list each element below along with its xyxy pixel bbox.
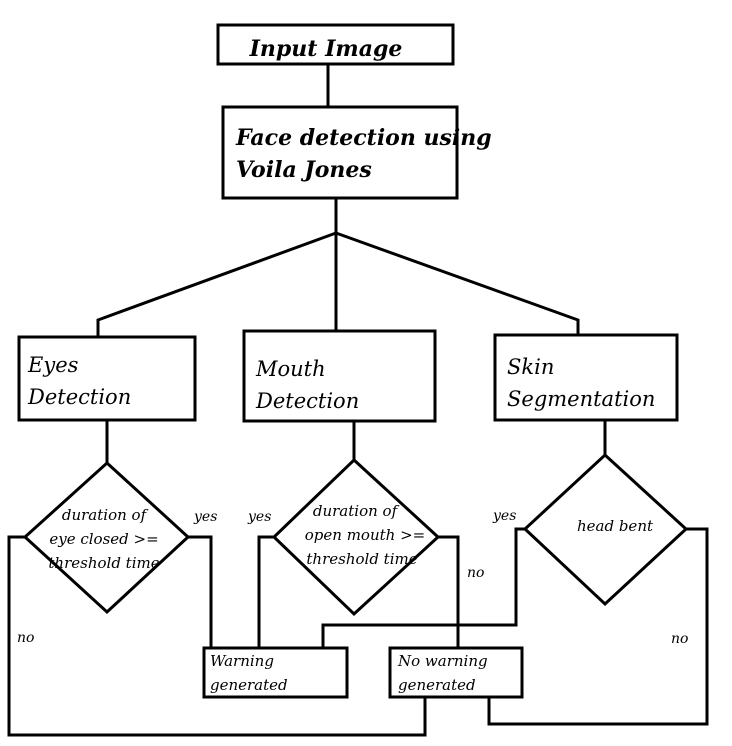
mouth-decision-label-line1: duration of (313, 502, 400, 520)
mouth-no-label: no (467, 565, 484, 581)
skin-segmentation-box: Skin Segmentation (493, 333, 679, 422)
connectors (7, 64, 709, 737)
mouth-yes-label: yes (247, 509, 271, 525)
skin-segmentation-label-line1: Skin (507, 355, 554, 379)
edge-head-no-to-no-warning (487, 527, 709, 726)
warning-label-line2: generated (210, 676, 288, 694)
mouth-decision-diamond: duration of open mouth >= threshold time (271, 457, 441, 617)
edge-head-yes-to-warning (321, 527, 525, 648)
eyes-detection-box: Eyes Detection (17, 335, 197, 422)
edge-eye-no-to-no-warning (7, 535, 427, 737)
eyes-detection-label-line2: Detection (27, 385, 131, 409)
mouth-detection-label-line2: Detection (255, 389, 359, 413)
eye-decision-label-line2: eye closed >= (49, 530, 158, 548)
eye-decision-diamond: duration of eye closed >= threshold time (22, 460, 191, 615)
head-no-label: no (671, 631, 688, 647)
head-yes-label: yes (492, 508, 516, 524)
mouth-detection-label-line1: Mouth (255, 357, 326, 381)
eyes-detection-label-line1: Eyes (27, 353, 79, 377)
eye-no-label: no (17, 630, 34, 646)
face-detection-label-line1: Face detection using (235, 125, 492, 151)
edge-branch-to-skin (335, 231, 580, 335)
face-detection-box: Face detection using Voila Jones (221, 105, 492, 200)
skin-segmentation-label-line2: Segmentation (507, 387, 655, 411)
mouth-decision-label-line2: open mouth >= (305, 526, 425, 544)
eye-yes-label: yes (193, 509, 217, 525)
warning-label-line1: Warning (210, 652, 274, 670)
input-image-box: Input Image (216, 23, 455, 66)
head-decision-diamond: head bent (522, 452, 689, 607)
edge-mouth-yes-to-warning (257, 535, 274, 648)
warning-box: Warning generated (202, 646, 349, 699)
edge-branch-to-eyes (96, 231, 337, 337)
no-warning-box: No warning generated (388, 646, 524, 699)
no-warning-label-line1: No warning (397, 652, 488, 670)
face-detection-label-line2: Voila Jones (236, 157, 372, 183)
no-warning-label-line2: generated (398, 676, 476, 694)
edge-mouth-no-to-no-warning (438, 535, 460, 648)
edge-eye-yes-to-warning (188, 535, 213, 648)
eye-decision-label-line3: threshold time (48, 554, 159, 572)
input-image-label: Input Image (249, 36, 403, 62)
mouth-decision-label-line3: threshold time (306, 550, 417, 568)
eye-decision-label-line1: duration of (62, 506, 149, 524)
mouth-detection-box: Mouth Detection (242, 329, 437, 423)
head-decision-label: head bent (577, 517, 654, 535)
